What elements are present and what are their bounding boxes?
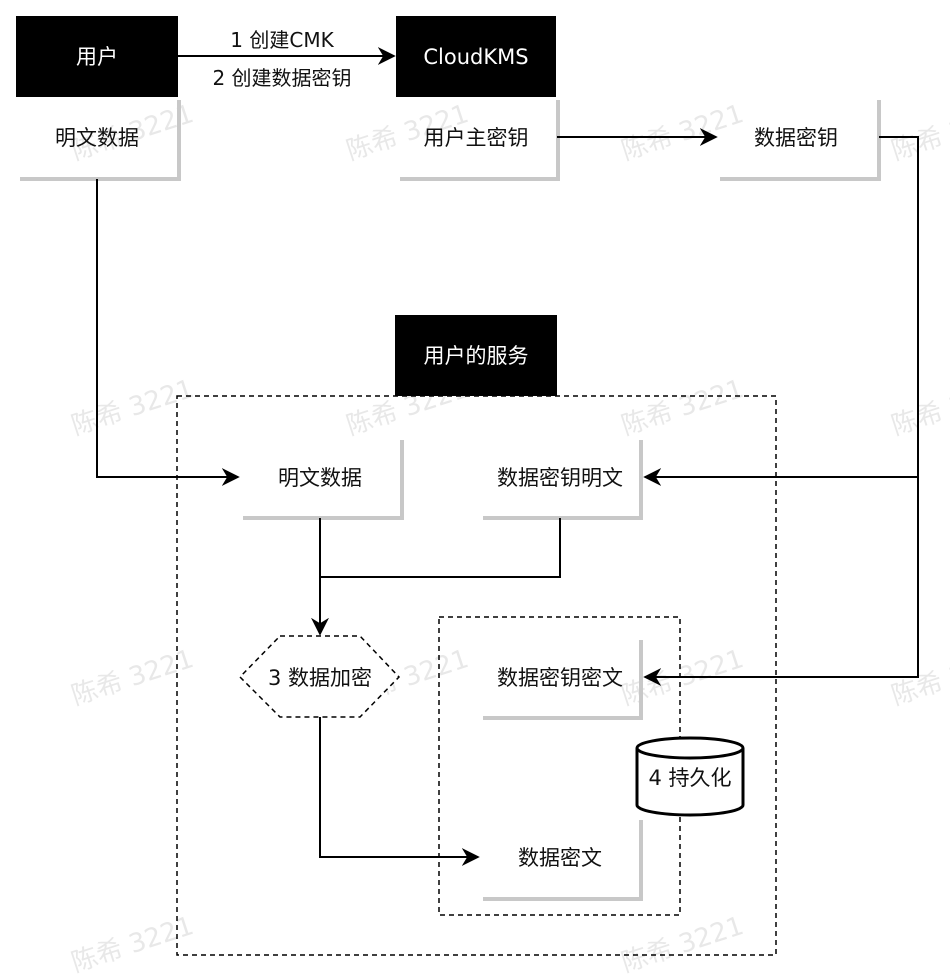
data-key-cipher-label: 数据密钥密文 — [497, 666, 623, 690]
cmk-label: 用户主密钥 — [424, 126, 529, 150]
edge-label-create-cmk: 1 创建CMK — [230, 28, 334, 52]
kms-header-label: CloudKMS — [423, 45, 528, 69]
edge-label-create-data-key: 2 创建数据密钥 — [212, 66, 351, 90]
data-key-cipher-box: 数据密钥密文 — [483, 640, 643, 720]
encrypt-hexagon — [238, 635, 401, 718]
watermark: 陈希 3221 — [68, 911, 198, 974]
data-key-box: 数据密钥 — [720, 100, 881, 181]
svc-plaintext-label: 明文数据 — [278, 466, 362, 490]
kms-header — [396, 16, 556, 97]
data-key-plain-box: 数据密钥明文 — [483, 440, 643, 520]
user-plaintext-label: 明文数据 — [55, 126, 139, 150]
data-key-plain-label: 数据密钥明文 — [497, 466, 623, 490]
watermark: 陈希 3221 — [618, 99, 748, 167]
watermark-layer: 陈希 3221 陈希 3221 陈希 3221 陈希 3221 陈希 3221 … — [68, 99, 950, 974]
edge-encrypt-to-ciphertext — [319, 717, 480, 866]
service-header-label: 用户的服务 — [424, 344, 529, 368]
watermark: 陈希 3221 — [68, 644, 198, 712]
edge-data-key-to-plain — [643, 136, 919, 486]
persist-cylinder: 4 持久化 — [635, 736, 745, 817]
encrypt-label: 3 数据加密 — [268, 666, 372, 690]
watermark: 陈希 3221 — [68, 374, 198, 442]
edge-user-plaintext-to-svc — [96, 179, 240, 486]
cmk-box: 用户主密钥 — [400, 100, 560, 181]
edge-data-key-to-cipher — [643, 477, 919, 686]
data-key-label: 数据密钥 — [754, 126, 838, 150]
user-header — [16, 16, 178, 97]
ciphertext-box: 数据密文 — [483, 820, 643, 901]
user-header-label: 用户 — [76, 45, 118, 69]
svc-plaintext-box: 明文数据 — [243, 440, 404, 520]
watermark: 陈希 3221 — [618, 911, 748, 974]
ciphertext-label: 数据密文 — [518, 846, 602, 870]
edge-key-plain-to-encrypt — [320, 518, 561, 578]
service-header — [395, 315, 557, 396]
persist-label: 4 持久化 — [648, 766, 731, 790]
user-plaintext-box: 明文数据 — [20, 100, 181, 181]
watermark: 陈希 3221 — [618, 374, 748, 442]
